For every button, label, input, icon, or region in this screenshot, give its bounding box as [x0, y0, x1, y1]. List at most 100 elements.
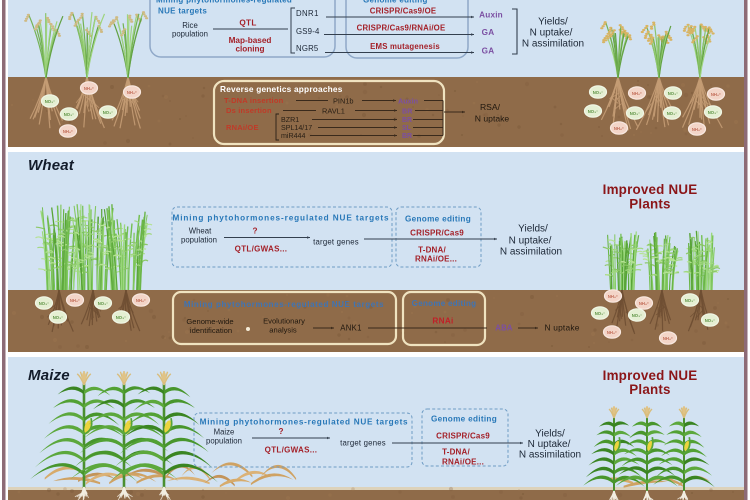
svg-text:NH₄⁺: NH₄⁺	[663, 336, 673, 341]
svg-text:T-DNA/: T-DNA/	[418, 246, 446, 255]
svg-text:NO₃⁻: NO₃⁻	[116, 315, 126, 320]
svg-text:NO₃⁻: NO₃⁻	[593, 90, 603, 95]
svg-text:Mining phytohormones-regulated: Mining phytohormones-regulated NUE targe…	[172, 214, 389, 223]
svg-text:GA: GA	[482, 47, 495, 56]
svg-text:NH₄⁺: NH₄⁺	[607, 330, 617, 335]
svg-text:Yields/: Yields/	[535, 429, 565, 440]
svg-text:NO₃⁻: NO₃⁻	[98, 301, 108, 306]
svg-text:NH₄⁺: NH₄⁺	[70, 298, 80, 303]
svg-text:cloning: cloning	[235, 45, 264, 54]
svg-text:Improved NUE: Improved NUE	[603, 182, 698, 197]
svg-text:PIN1b: PIN1b	[333, 97, 354, 106]
svg-text:Auxin: Auxin	[479, 11, 503, 20]
svg-text:RAVL1: RAVL1	[322, 107, 345, 116]
svg-text:N assimilation: N assimilation	[522, 39, 584, 50]
svg-text:NH₄⁺: NH₄⁺	[84, 86, 94, 91]
svg-text:Auxin: Auxin	[398, 97, 418, 106]
svg-text:Genome editing: Genome editing	[363, 0, 428, 5]
svg-text:BR: BR	[402, 133, 412, 140]
svg-text:Mining phytohormones-regulated: Mining phytohormones-regulated	[156, 0, 292, 5]
svg-text:N uptake/: N uptake/	[509, 236, 552, 247]
svg-text:Plants: Plants	[629, 197, 670, 212]
svg-text:N uptake: N uptake	[544, 323, 579, 333]
svg-text:Improved NUE: Improved NUE	[603, 368, 698, 383]
svg-text:RNAi: RNAi	[432, 317, 453, 326]
svg-text:RNAi/OE...: RNAi/OE...	[415, 255, 457, 264]
svg-text:NO₃⁻: NO₃⁻	[39, 301, 49, 306]
svg-text:CRISPR/Cas9/OE: CRISPR/Cas9/OE	[370, 7, 437, 16]
svg-text:EMS mutagenesis: EMS mutagenesis	[370, 42, 440, 51]
svg-text:Reverse genetics approaches: Reverse genetics approaches	[220, 84, 343, 94]
svg-text:QTL/GWAS...: QTL/GWAS...	[235, 245, 288, 254]
svg-text:NO₃⁻: NO₃⁻	[705, 318, 715, 323]
svg-text:NH₄⁺: NH₄⁺	[608, 294, 618, 299]
svg-text:Maize: Maize	[214, 428, 235, 437]
svg-text:NO₃⁻: NO₃⁻	[632, 313, 642, 318]
svg-text:N uptake/: N uptake/	[530, 28, 573, 39]
svg-text:NO₃⁻: NO₃⁻	[685, 298, 695, 303]
svg-text:Evolutionary: Evolutionary	[263, 317, 305, 326]
svg-text:NO₃⁻: NO₃⁻	[588, 109, 598, 114]
svg-text:NO₃⁻: NO₃⁻	[708, 110, 718, 115]
svg-text:CRISPR/Cas9: CRISPR/Cas9	[410, 229, 464, 238]
svg-text:identification: identification	[190, 326, 232, 335]
svg-text:DNR1: DNR1	[296, 9, 319, 18]
svg-text:NH₄⁺: NH₄⁺	[711, 92, 721, 97]
svg-text:T-DNA insertion: T-DNA insertion	[224, 96, 284, 105]
svg-text:population: population	[181, 236, 217, 245]
svg-text:NH₄⁺: NH₄⁺	[614, 126, 624, 131]
svg-text:N uptake/: N uptake/	[528, 439, 571, 450]
svg-text:BR: BR	[402, 117, 412, 124]
svg-text:Genome editing: Genome editing	[412, 299, 477, 308]
svg-text:target genes: target genes	[340, 439, 386, 448]
svg-text:Mining phytohormones-regulated: Mining phytohormones-regulated NUE targe…	[184, 300, 384, 309]
svg-text:RSA/: RSA/	[480, 102, 501, 112]
svg-text:NO₃⁻: NO₃⁻	[103, 110, 113, 115]
svg-text:Yields/: Yields/	[518, 224, 548, 235]
svg-text:GS9-4: GS9-4	[296, 27, 320, 36]
svg-text:RNAi/OE: RNAi/OE	[226, 123, 259, 132]
svg-text:?: ?	[278, 427, 283, 436]
svg-text:NGR5: NGR5	[296, 44, 319, 53]
svg-text:BR: BR	[402, 107, 413, 116]
svg-text:Wheat: Wheat	[189, 227, 212, 236]
svg-text:Genome editing: Genome editing	[405, 215, 471, 224]
svg-text:Mining phytohormones-regulated: Mining phytohormones-regulated NUE targe…	[200, 418, 409, 427]
svg-text:NH₄⁺: NH₄⁺	[632, 91, 642, 96]
svg-text:target genes: target genes	[313, 238, 359, 247]
svg-text:N assimilation: N assimilation	[500, 247, 562, 258]
svg-text:N uptake: N uptake	[475, 114, 510, 124]
svg-text:?: ?	[252, 227, 257, 236]
svg-text:CRISPR/Cas9/RNAi/OE: CRISPR/Cas9/RNAi/OE	[357, 24, 446, 33]
svg-text:NH₄⁺: NH₄⁺	[639, 301, 649, 306]
svg-text:Rice: Rice	[182, 21, 198, 30]
svg-text:SL: SL	[402, 125, 412, 132]
svg-text:Genome editing: Genome editing	[431, 415, 497, 424]
svg-text:NO₃⁻: NO₃⁻	[45, 99, 55, 104]
svg-text:NO₃⁻: NO₃⁻	[630, 111, 640, 116]
svg-text:analysis: analysis	[269, 326, 297, 335]
svg-text:Map-based: Map-based	[229, 36, 272, 45]
svg-text:QTL/GWAS...: QTL/GWAS...	[265, 446, 318, 455]
svg-text:T-DNA/: T-DNA/	[442, 448, 470, 457]
svg-text:NH₄⁺: NH₄⁺	[692, 127, 702, 132]
svg-text:NH₄⁺: NH₄⁺	[127, 90, 137, 95]
svg-text:NH₄⁺: NH₄⁺	[136, 298, 146, 303]
svg-text:NO₃⁻: NO₃⁻	[668, 91, 678, 96]
svg-text:Wheat: Wheat	[28, 157, 75, 174]
svg-text:NO₃⁻: NO₃⁻	[64, 112, 74, 117]
svg-text:population: population	[172, 30, 208, 39]
svg-text:Yields/: Yields/	[538, 17, 568, 28]
svg-text:QTL: QTL	[239, 19, 256, 28]
svg-text:ABA: ABA	[495, 324, 513, 333]
svg-text:NUE targets: NUE targets	[158, 7, 207, 16]
svg-text:BZR1: BZR1	[281, 116, 299, 124]
svg-text:Maize: Maize	[28, 367, 70, 384]
svg-text:Ds insertion: Ds insertion	[226, 106, 272, 115]
svg-text:Genome-wide: Genome-wide	[186, 317, 233, 326]
svg-text:CRISPR/Cas9: CRISPR/Cas9	[436, 432, 490, 441]
svg-text:SPL14/17: SPL14/17	[281, 124, 312, 132]
svg-text:ANK1: ANK1	[340, 324, 362, 333]
svg-text:NO₃⁻: NO₃⁻	[53, 315, 63, 320]
svg-text:GA: GA	[482, 28, 495, 37]
